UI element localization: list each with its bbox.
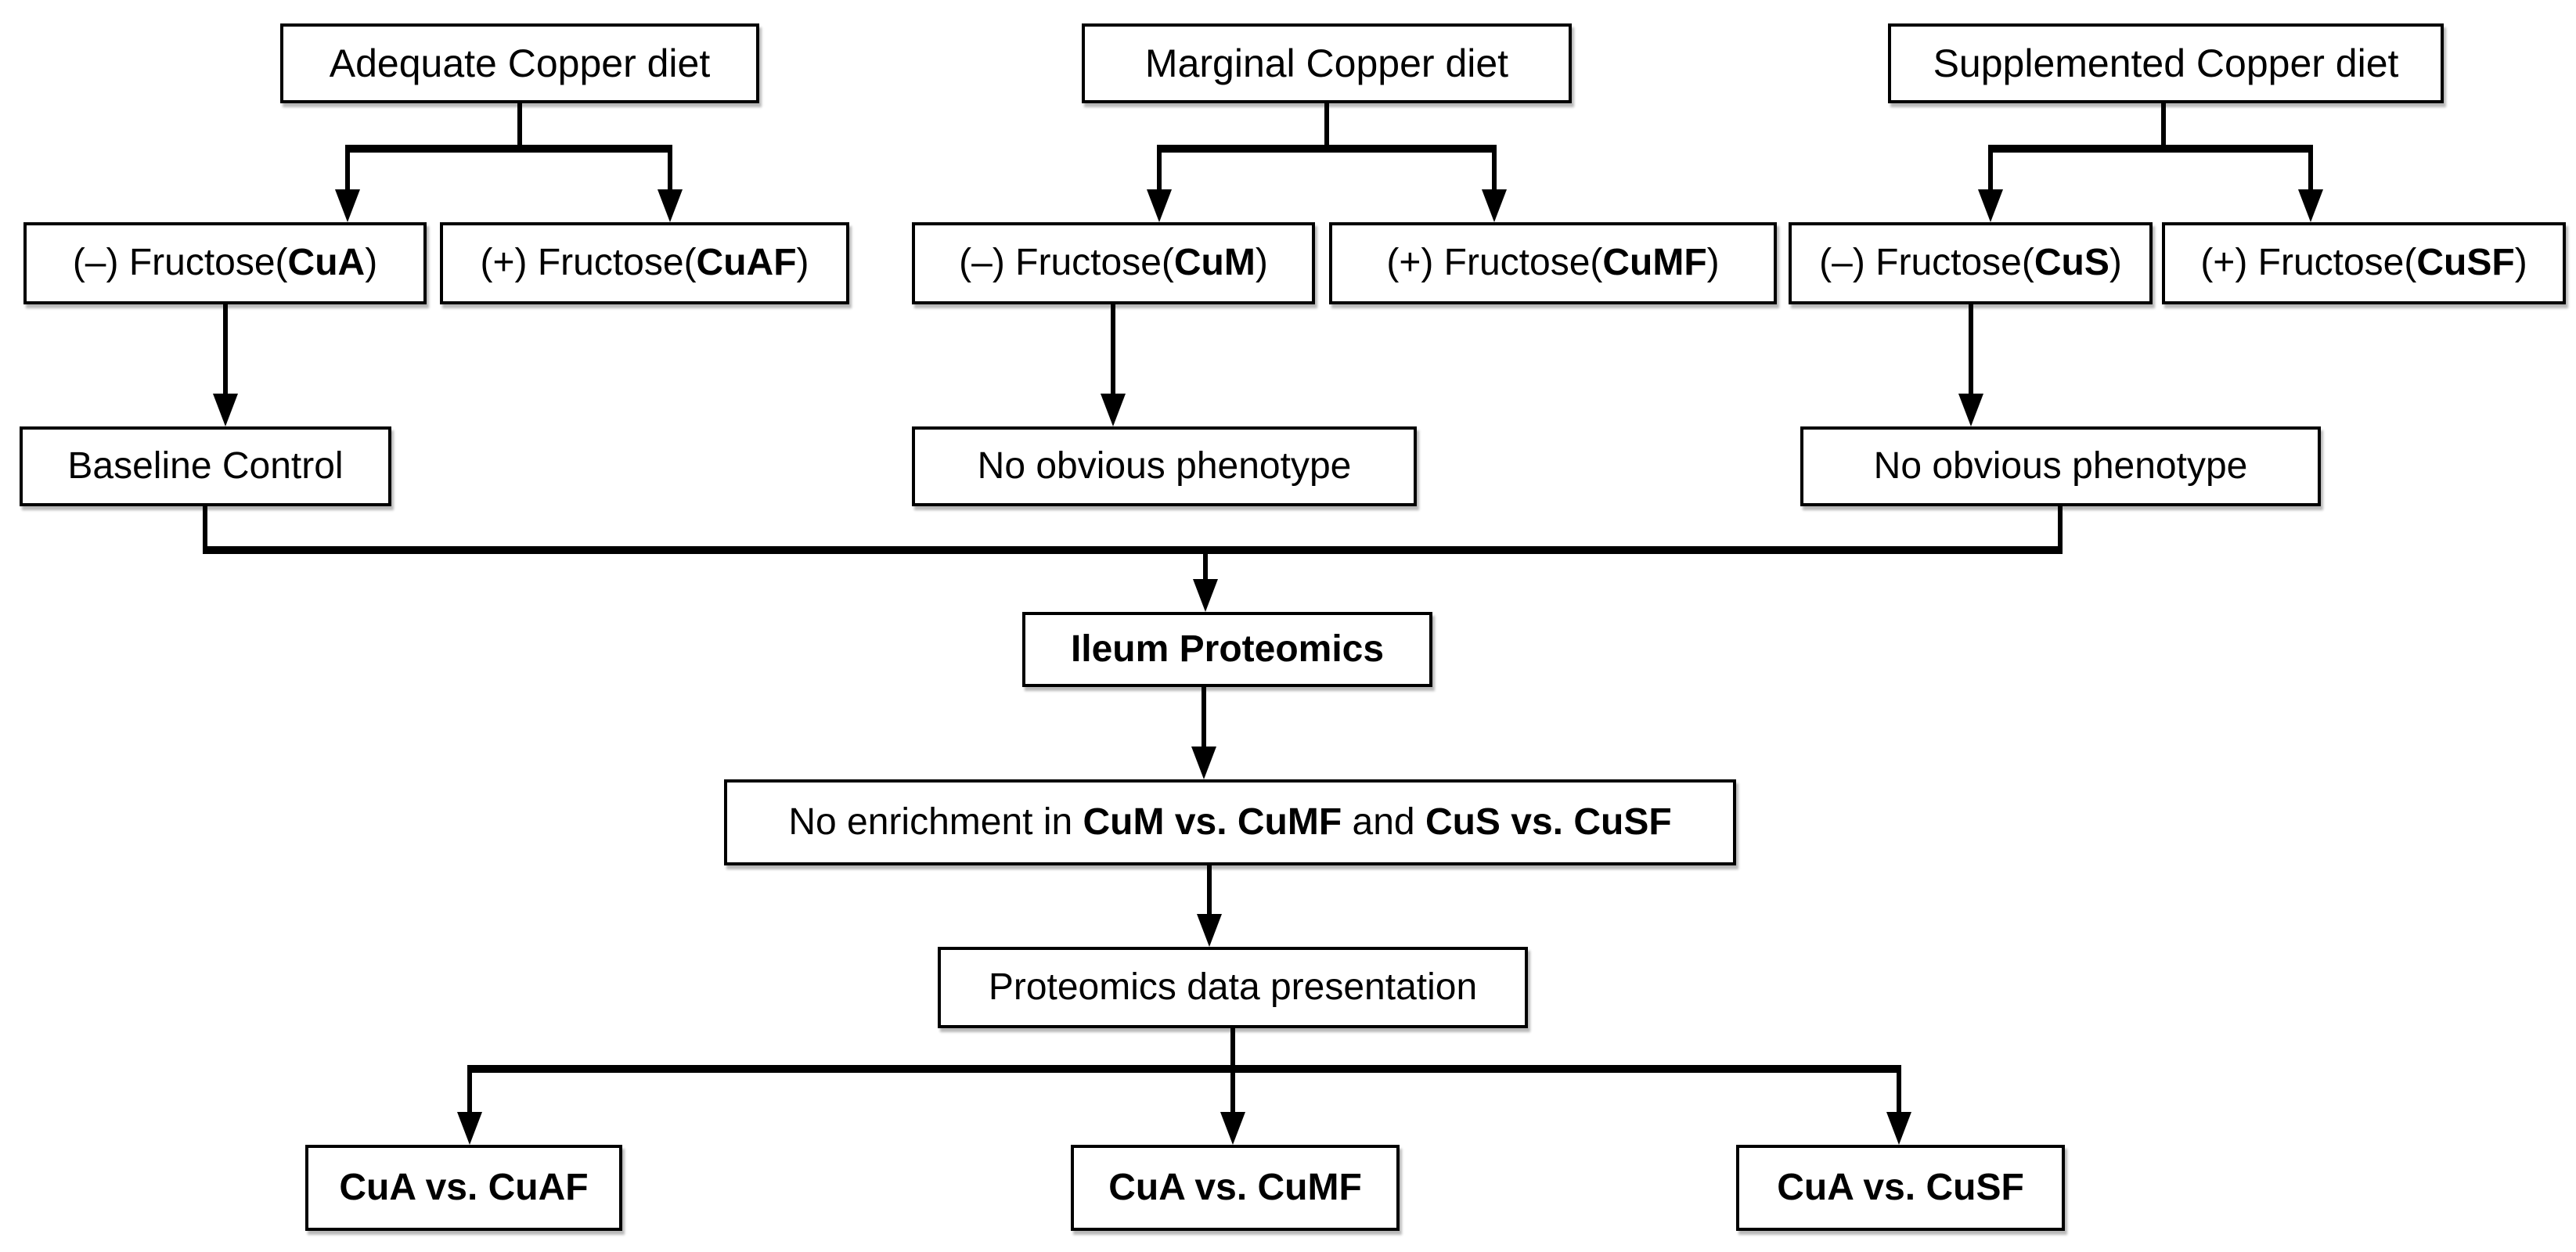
connector-ileum-to-enrichment-head bbox=[1191, 747, 1216, 779]
connector-arrow-to-cuaf-head bbox=[658, 189, 683, 222]
node-fructose-cua: (–) Fructose(CuA) bbox=[23, 222, 427, 304]
label-prefix: (–) Fructose( bbox=[72, 242, 288, 284]
node-label: (–) Fructose(CuM) bbox=[959, 242, 1268, 284]
group-code: CuS bbox=[2034, 242, 2109, 284]
node-label: No obvious phenotype bbox=[1873, 444, 2248, 487]
label-connector-word: and bbox=[1342, 800, 1425, 843]
node-no-phenotype-marginal: No obvious phenotype bbox=[912, 426, 1417, 506]
label-suffix: ) bbox=[1706, 242, 1720, 284]
node-label: CuA vs. CuMF bbox=[1108, 1166, 1362, 1208]
connector-arrow-to-cum-head bbox=[1147, 189, 1172, 222]
node-adequate-copper-diet: Adequate Copper diet bbox=[280, 23, 759, 103]
connector-cum-to-phenotype-head bbox=[1101, 394, 1126, 426]
group-code: CuMF bbox=[1602, 242, 1707, 284]
label-prefix: (+) Fructose( bbox=[1386, 242, 1603, 284]
node-baseline-control: Baseline Control bbox=[20, 426, 391, 506]
node-label: No enrichment in CuM vs. CuMF and CuS vs… bbox=[788, 800, 1672, 844]
node-no-phenotype-supplemented: No obvious phenotype bbox=[1800, 426, 2321, 506]
node-label: Adequate Copper diet bbox=[329, 41, 711, 85]
comparison-bold-2: CuS vs. CuSF bbox=[1425, 800, 1672, 843]
node-ileum-proteomics: Ileum Proteomics bbox=[1022, 612, 1432, 687]
node-label: (+) Fructose(CuMF) bbox=[1386, 242, 1720, 284]
node-label: No obvious phenotype bbox=[977, 444, 1352, 487]
connector-cus-to-phenotype-head bbox=[1958, 394, 1983, 426]
node-label: (–) Fructose(CuS) bbox=[1819, 242, 2122, 284]
node-label: Supplemented Copper diet bbox=[1933, 41, 2399, 85]
connector-arrow-to-cua-head bbox=[335, 189, 360, 222]
node-fructose-cuaf: (+) Fructose(CuAF) bbox=[440, 222, 849, 304]
label-prefix: (–) Fructose( bbox=[959, 242, 1174, 284]
node-fructose-cum: (–) Fructose(CuM) bbox=[912, 222, 1315, 304]
node-label: CuA vs. CuAF bbox=[339, 1166, 589, 1208]
group-code: CuSF bbox=[2416, 242, 2515, 284]
node-label: (+) Fructose(CuSF) bbox=[2200, 242, 2527, 284]
node-no-enrichment: No enrichment in CuM vs. CuMF and CuS vs… bbox=[724, 779, 1736, 865]
label-suffix: ) bbox=[1255, 242, 1268, 284]
node-fructose-cusf: (+) Fructose(CuSF) bbox=[2162, 222, 2566, 304]
group-code: CuM bbox=[1173, 242, 1256, 284]
node-marginal-copper-diet: Marginal Copper diet bbox=[1082, 23, 1572, 103]
node-cua-vs-cumf: CuA vs. CuMF bbox=[1071, 1145, 1400, 1231]
node-label: CuA vs. CuSF bbox=[1777, 1166, 2024, 1208]
node-label: Proteomics data presentation bbox=[988, 966, 1478, 1008]
label-prefix: No enrichment in bbox=[788, 800, 1083, 843]
comparison-bold-1: CuM vs. CuMF bbox=[1083, 800, 1342, 843]
node-proteomics-presentation: Proteomics data presentation bbox=[938, 947, 1528, 1028]
node-label: (+) Fructose(CuAF) bbox=[480, 242, 809, 284]
group-code: CuA bbox=[287, 242, 366, 284]
node-fructose-cumf: (+) Fructose(CuMF) bbox=[1329, 222, 1777, 304]
node-label: Ileum Proteomics bbox=[1070, 628, 1385, 670]
node-fructose-cus: (–) Fructose(CuS) bbox=[1789, 222, 2153, 304]
connector-enrichment-to-presentation-head bbox=[1197, 914, 1222, 947]
node-cua-vs-cusf: CuA vs. CuSF bbox=[1736, 1145, 2065, 1231]
label-suffix: ) bbox=[2109, 242, 2122, 284]
label-prefix: (–) Fructose( bbox=[1819, 242, 2034, 284]
connector-arrow-to-cusf-head bbox=[2298, 189, 2323, 222]
connector-arrow-to-cuaf-cmp-head bbox=[457, 1112, 482, 1145]
connector-arrow-to-cus-head bbox=[1978, 189, 2003, 222]
connector-arrow-to-cumf-cmp-head bbox=[1220, 1112, 1245, 1145]
connector-arrow-to-cusf-cmp-head bbox=[1886, 1112, 1911, 1145]
connector-arrow-to-ileum-head bbox=[1193, 579, 1218, 612]
node-supplemented-copper-diet: Supplemented Copper diet bbox=[1888, 23, 2444, 103]
connector-arrow-to-cumf-head bbox=[1482, 189, 1507, 222]
node-label: Baseline Control bbox=[67, 444, 344, 487]
label-suffix: ) bbox=[2514, 242, 2527, 284]
group-code: CuAF bbox=[696, 242, 797, 284]
label-prefix: (+) Fructose( bbox=[480, 242, 697, 284]
label-prefix: (+) Fructose( bbox=[2200, 242, 2417, 284]
label-suffix: ) bbox=[365, 242, 378, 284]
label-suffix: ) bbox=[796, 242, 809, 284]
node-label: (–) Fructose(CuA) bbox=[72, 242, 378, 284]
node-cua-vs-cuaf: CuA vs. CuAF bbox=[305, 1145, 622, 1231]
connector-cua-to-baseline-head bbox=[213, 394, 238, 426]
node-label: Marginal Copper diet bbox=[1144, 41, 1509, 85]
